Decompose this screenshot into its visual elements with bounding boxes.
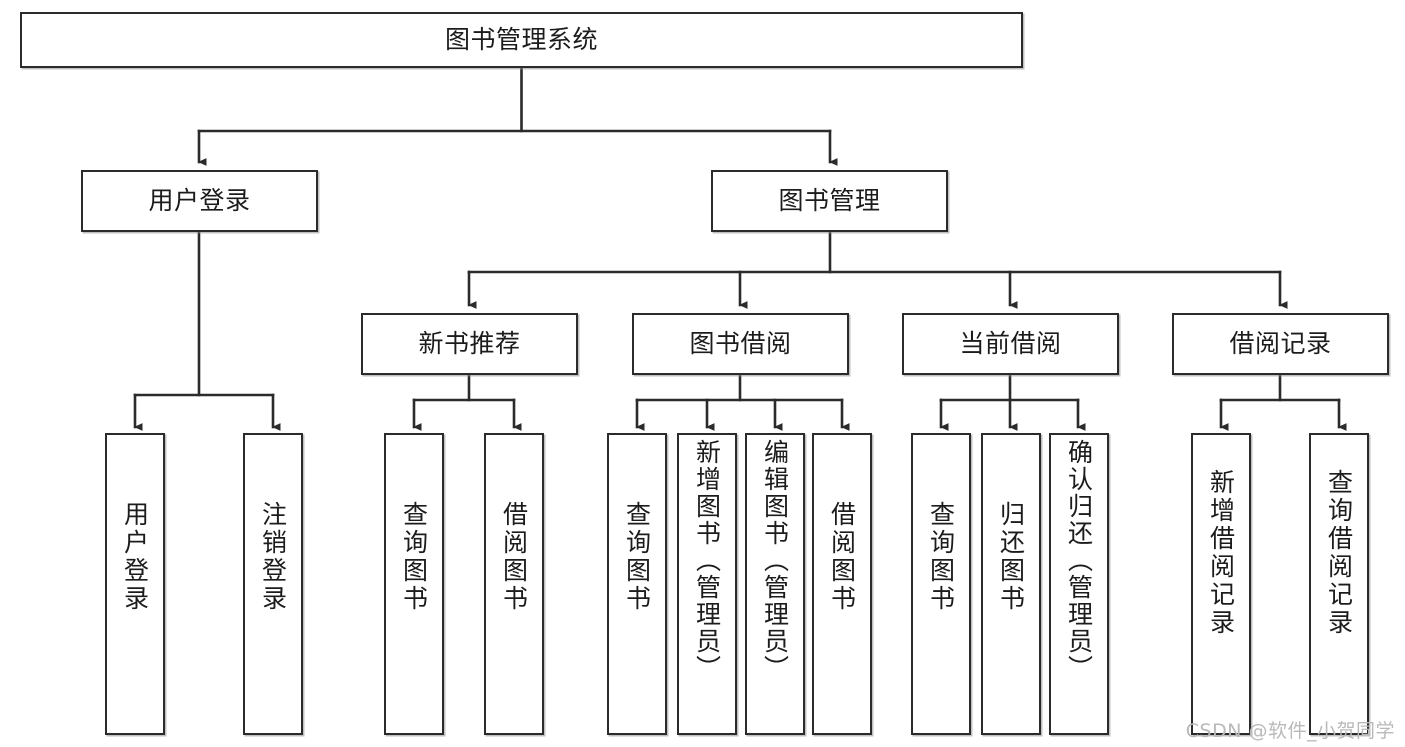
node-leaf-query-book-1-label: 查询图书: [399, 501, 429, 613]
node-current-borrow-label: 当前借阅: [959, 329, 1062, 359]
node-leaf-return-book[interactable]: 归还图书: [981, 433, 1041, 735]
node-user-login[interactable]: 用户登录: [81, 170, 318, 232]
node-borrow-record-label: 借阅记录: [1229, 329, 1332, 359]
node-leaf-return-book-label: 归还图书: [996, 501, 1026, 613]
node-leaf-add-borrow-record-label: 新增借阅记录: [1206, 469, 1236, 637]
node-leaf-borrow-book-2[interactable]: 借阅图书: [812, 433, 872, 735]
node-root-label: 图书管理系统: [444, 25, 598, 55]
node-leaf-query-book-3-label: 查询图书: [926, 501, 956, 613]
node-current-borrow[interactable]: 当前借阅: [902, 313, 1119, 375]
node-leaf-query-borrow-record-label: 查询借阅记录: [1324, 469, 1354, 637]
node-leaf-query-borrow-record[interactable]: 查询借阅记录: [1309, 433, 1369, 735]
node-leaf-edit-book-admin-label: 编辑图书（管理员）: [760, 439, 790, 682]
node-leaf-confirm-return-admin-label: 确认归还（管理员）: [1064, 439, 1094, 682]
node-leaf-query-book-3[interactable]: 查询图书: [911, 433, 971, 735]
node-new-book-recommend-label: 新书推荐: [418, 329, 521, 359]
csdn-watermark: CSDN @软件_小贺同学: [1185, 720, 1395, 742]
node-leaf-confirm-return-admin[interactable]: 确认归还（管理员）: [1049, 433, 1109, 735]
node-leaf-query-book-2-label: 查询图书: [622, 501, 652, 613]
node-leaf-add-book-admin[interactable]: 新增图书（管理员）: [677, 433, 737, 735]
node-leaf-borrow-book-1-label: 借阅图书: [499, 501, 529, 613]
node-leaf-user-login[interactable]: 用户登录: [105, 433, 165, 735]
node-borrow-record[interactable]: 借阅记录: [1172, 313, 1389, 375]
node-book-borrow-label: 图书借阅: [689, 329, 792, 359]
node-root[interactable]: 图书管理系统: [20, 12, 1023, 68]
node-leaf-add-borrow-record[interactable]: 新增借阅记录: [1191, 433, 1251, 735]
node-leaf-borrow-book-2-label: 借阅图书: [827, 501, 857, 613]
node-leaf-edit-book-admin[interactable]: 编辑图书（管理员）: [745, 433, 805, 735]
node-book-manage-label: 图书管理: [778, 186, 881, 216]
node-leaf-logout-login-label: 注销登录: [258, 501, 288, 613]
node-new-book-recommend[interactable]: 新书推荐: [361, 313, 578, 375]
node-leaf-add-book-admin-label: 新增图书（管理员）: [692, 439, 722, 682]
node-leaf-borrow-book-1[interactable]: 借阅图书: [484, 433, 544, 735]
node-book-borrow[interactable]: 图书借阅: [632, 313, 849, 375]
node-user-login-label: 用户登录: [148, 186, 251, 216]
node-leaf-query-book-1[interactable]: 查询图书: [384, 433, 444, 735]
node-book-manage[interactable]: 图书管理: [711, 170, 948, 232]
node-leaf-logout-login[interactable]: 注销登录: [243, 433, 303, 735]
node-leaf-query-book-2[interactable]: 查询图书: [607, 433, 667, 735]
node-leaf-user-login-label: 用户登录: [120, 501, 150, 613]
